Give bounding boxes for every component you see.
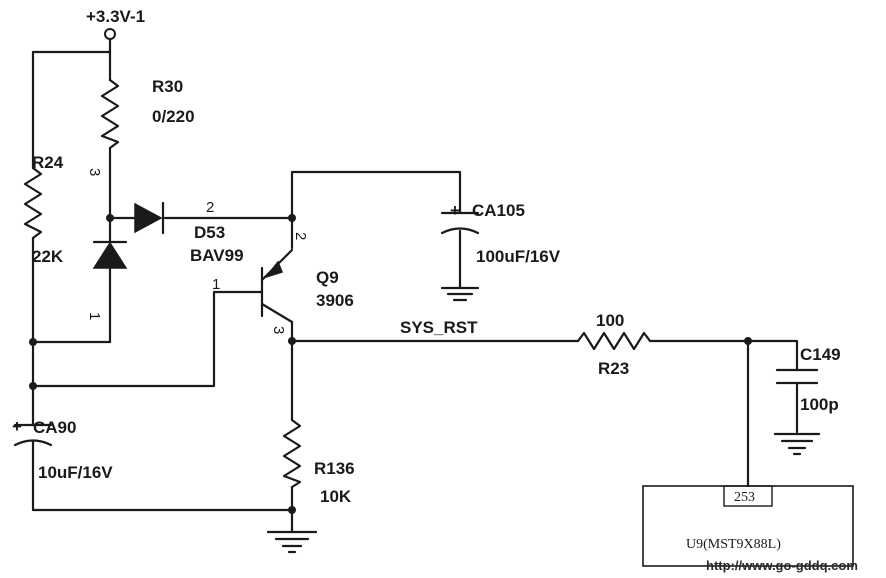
capacitor-c149: C149 100p <box>775 345 841 414</box>
r24-value: 22K <box>32 247 64 266</box>
d53-value: BAV99 <box>190 246 244 265</box>
wires <box>31 37 799 532</box>
d53-pin-1: 1 <box>86 312 103 320</box>
ground-icon <box>440 286 480 302</box>
ca90-polarity: + <box>12 417 22 436</box>
r30-value: 0/220 <box>152 107 195 126</box>
r23-value: 100 <box>596 311 624 330</box>
capacitor-ca90: + CA90 10uF/16V <box>12 417 113 482</box>
r23-ref: R23 <box>598 359 629 378</box>
q9-pin-2: 2 <box>292 232 309 240</box>
d53-ref: D53 <box>194 223 225 242</box>
ca105-ref: CA105 <box>472 201 525 220</box>
ground-icon <box>773 432 821 456</box>
ca90-value: 10uF/16V <box>38 463 113 482</box>
resistor-r23: 100 R23 <box>576 311 658 378</box>
net-sys-rst: SYS_RST <box>400 318 478 337</box>
watermark-url: http://www.go-gddq.com <box>706 558 858 573</box>
diode-d53: 3 2 1 D53 BAV99 <box>86 168 244 320</box>
u9-label: U9(MST9X88L) <box>686 537 781 552</box>
supply-terminal: +3.3V-1 <box>86 7 145 40</box>
c149-value: 100p <box>800 395 839 414</box>
d53-pin-3: 3 <box>86 168 103 176</box>
q9-ref: Q9 <box>316 268 339 287</box>
resistor-r24: R24 22K <box>23 153 64 266</box>
capacitor-ca105: + CA105 100uF/16V <box>440 201 561 266</box>
resistor-r30: R30 0/220 <box>100 77 195 150</box>
ca105-polarity: + <box>450 201 460 220</box>
ground-icon <box>266 530 318 554</box>
d53-pin-2: 2 <box>206 199 214 216</box>
supply-label: +3.3V-1 <box>86 7 145 26</box>
q9-pin-3: 3 <box>270 326 287 334</box>
resistor-r136: R136 10K <box>282 418 355 506</box>
q9-value: 3906 <box>316 291 354 310</box>
transistor-q9: 2 1 3 Q9 3906 <box>212 232 354 334</box>
r24-ref: R24 <box>32 153 64 172</box>
junctions <box>29 214 752 514</box>
ca90-ref: CA90 <box>33 418 76 437</box>
u9-pin: 253 <box>734 490 755 505</box>
r136-ref: R136 <box>314 459 355 478</box>
c149-ref: C149 <box>800 345 841 364</box>
q9-pin-1: 1 <box>212 276 220 293</box>
ca105-value: 100uF/16V <box>476 247 561 266</box>
r30-ref: R30 <box>152 77 183 96</box>
chip-u9: 253 U9(MST9X88L) <box>642 485 854 567</box>
r136-value: 10K <box>320 487 352 506</box>
